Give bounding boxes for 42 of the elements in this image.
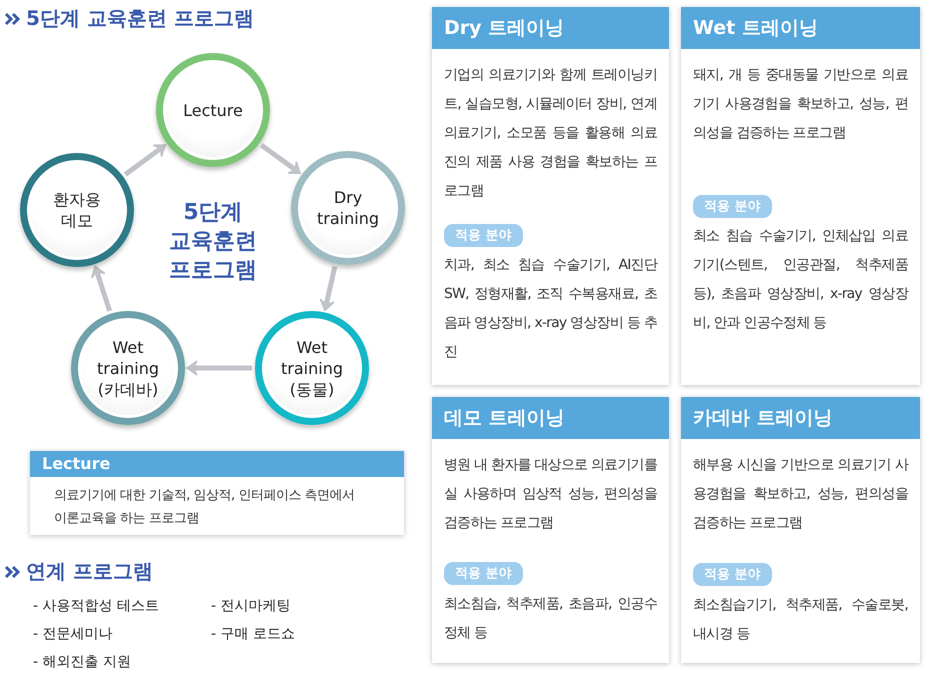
info-card bbox=[432, 7, 669, 385]
card-header: Wet 트레이닝 bbox=[681, 7, 920, 49]
list-item: - 사용적합성 테스트 bbox=[33, 597, 159, 615]
list-item: - 전시마케팅 bbox=[211, 597, 291, 615]
card-header: Lecture bbox=[30, 451, 404, 477]
cycle-arrow bbox=[124, 144, 166, 176]
info-card bbox=[30, 451, 404, 535]
cycle-arrow bbox=[320, 266, 338, 312]
list-item: - 구매 로드쇼 bbox=[211, 625, 295, 643]
cycle-arrow bbox=[90, 265, 112, 312]
application-text: 최소침습, 척추제품, 초음파, 인공수정체 등 bbox=[444, 595, 657, 643]
category-tag: 적용 분야 bbox=[693, 563, 772, 586]
info-card bbox=[681, 7, 920, 385]
application-text: 최소 침습 수술기기, 인체삽입 의료기기(스텐트, 인공관절, 척추제품 등), 초음파 영상장비, x-ray 영상장비, 안과 인공수정체 등 bbox=[693, 227, 908, 333]
cycle-arrow bbox=[186, 360, 252, 376]
application-text: 최소침습기기, 척추제품, 수술로봇, 내시경 등 bbox=[693, 596, 908, 644]
step-label: Dry training bbox=[316, 187, 380, 229]
step-label: Wet training (동물) bbox=[280, 336, 344, 400]
info-card bbox=[432, 397, 669, 663]
center-title: 5단계 교육훈련 프로그램 bbox=[168, 199, 258, 285]
category-tag: 적용 분야 bbox=[444, 562, 523, 585]
category-tag: 적용 분야 bbox=[693, 195, 772, 218]
description-text: 의료기기에 대한 기술적, 임상적, 인터페이스 측면에서 이론교육을 하는 프로그램 bbox=[54, 487, 356, 528]
step-label: 환자용 데모 bbox=[52, 189, 102, 231]
application-text: 치과, 최소 침습 수술기기, AI진단SW, 정형재활, 조직 수복용재료, 초음파 영상장비, x-ray 영상장비 등 추진 bbox=[444, 256, 657, 362]
list-item: - 전문세미나 bbox=[33, 625, 113, 643]
step-circle bbox=[156, 53, 270, 167]
card-header: 데모 트레이닝 bbox=[432, 397, 669, 439]
title: 5단계 교육훈련 프로그램 bbox=[26, 5, 254, 32]
list-item: - 해외진출 지원 bbox=[33, 653, 131, 671]
info-card bbox=[681, 397, 920, 663]
category-tag: 적용 분야 bbox=[444, 224, 523, 247]
section-heading: 연계 프로그램 bbox=[26, 558, 153, 585]
description-text: 병원 내 환자를 대상으로 의료기기를 실 사용하며 임상적 성능, 편의성을 검증하는 프로그램 bbox=[444, 456, 657, 533]
step-label: Lecture bbox=[182, 100, 244, 120]
description-text: 돼지, 개 등 중대동물 기반으로 의료기기 사용경험을 확보하고, 성능, 편의성을 검증하는 프로그램 bbox=[693, 66, 908, 143]
description-text: 기업의 의료기기와 함께 트레이닝키트, 실습모형, 시뮬레이터 장비, 연계 의료기기, 소모품 등을 활용해 의료진의 제품 사용 경험을 확보하는 프로그램 bbox=[444, 66, 657, 201]
description-text: 해부용 시신을 기반으로 의료기기 사용경험을 확보하고, 성능, 편의성을 검증하는 프로그램 bbox=[693, 456, 908, 533]
card-header: 카데바 트레이닝 bbox=[681, 397, 920, 439]
step-label: Wet training (카데바) bbox=[96, 336, 160, 400]
cycle-arrow bbox=[260, 143, 301, 174]
card-header: Dry 트레이닝 bbox=[432, 7, 669, 49]
